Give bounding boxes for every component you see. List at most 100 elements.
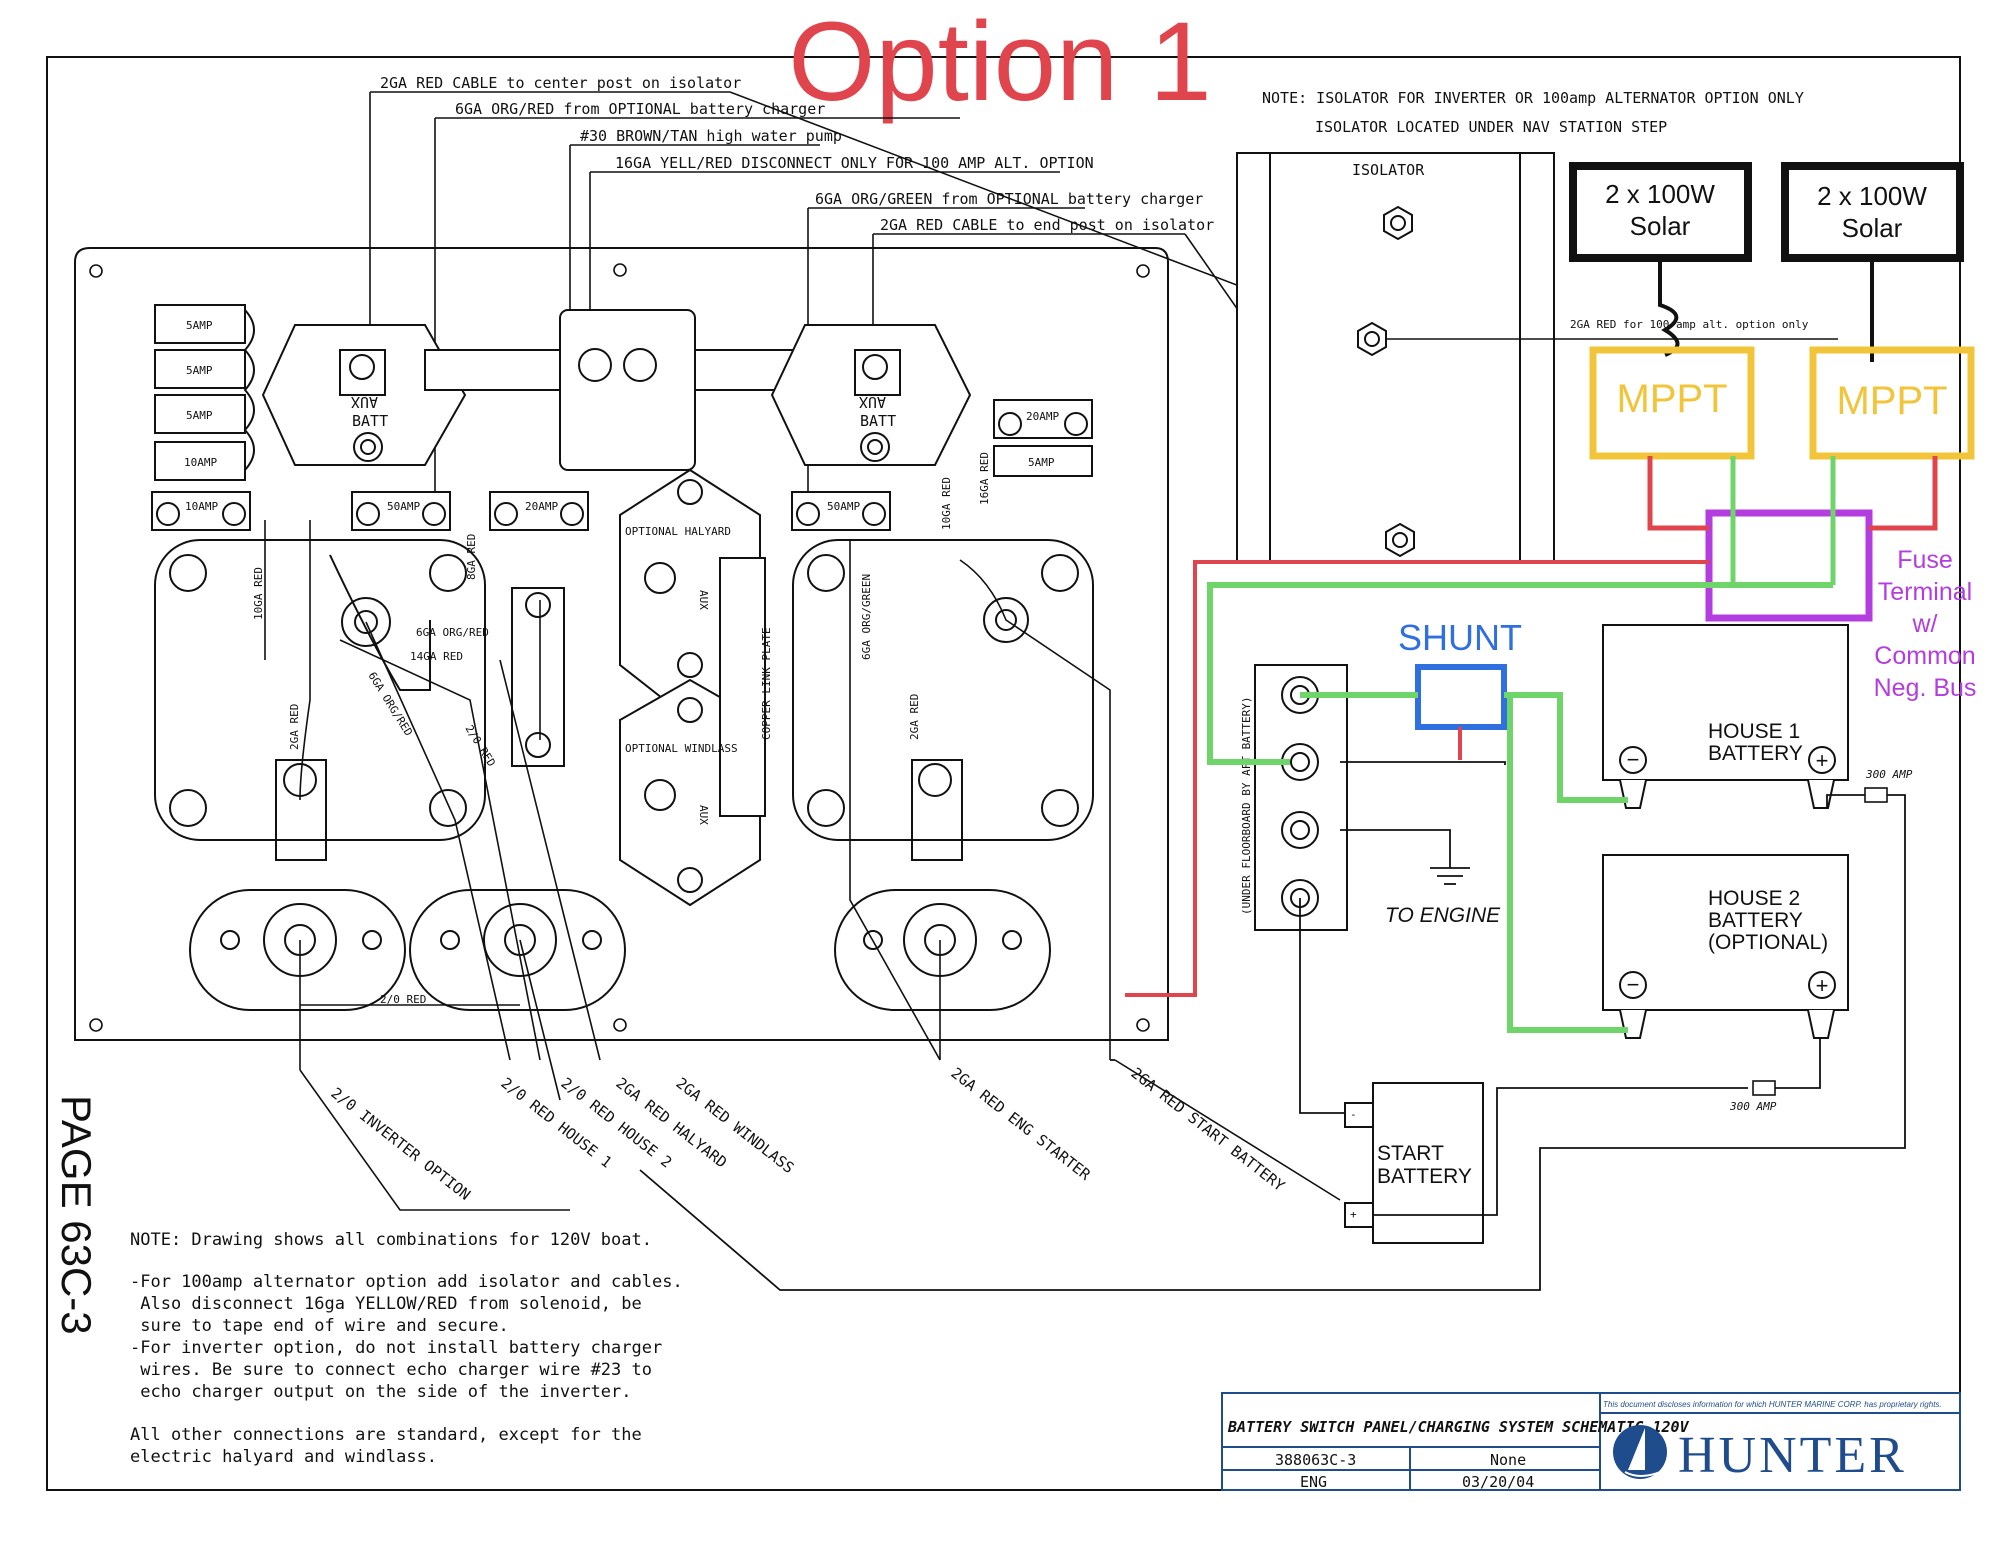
title-block-scale: None (1490, 1451, 1526, 1469)
house1-line2: BATTERY (1708, 742, 1803, 765)
fuse-terminal-line1: Fuse (1897, 546, 1953, 574)
start-battery-line1: START (1377, 1142, 1444, 1165)
fuse-300a-label-2: 300 AMP (1729, 1100, 1777, 1113)
optional-halyard-label: OPTIONAL HALYARD (625, 525, 731, 538)
option-title: Option 1 (788, 0, 1211, 124)
fuse-10amp-1: 10AMP (184, 456, 217, 469)
shunt-box (1415, 664, 1507, 730)
fuse-terminal-line3: w/ (1912, 610, 1938, 638)
title-block-dept: ENG (1300, 1473, 1327, 1491)
title-block-disclaimer: This document discloses information for … (1603, 1400, 1942, 1409)
engine-ground (1340, 829, 1470, 885)
isolator-label: ISOLATOR (1352, 161, 1425, 179)
floorboard-label: (UNDER FLOORBOARD BY AFT BATTERY) (1240, 696, 1253, 915)
callout-red-windlass: 2GA RED WINDLASS (673, 1074, 798, 1177)
note-line-4: sure to tape end of wire and secure. (130, 1316, 509, 1336)
negative-wiring (1207, 582, 1833, 1033)
breaker-20amp-left: 20AMP (525, 500, 558, 513)
note-line-9: electric halyard and windlass. (130, 1447, 437, 1467)
mppt-1-label: MPPT (1616, 377, 1727, 421)
fuse-300a-2 (1752, 1080, 1776, 1096)
left-solenoid-aux: AUX (351, 393, 378, 411)
battery-switch-right (792, 539, 1094, 861)
to-engine-label: TO ENGINE (1385, 904, 1501, 927)
fuse-terminal-line5: Neg. Bus (1874, 674, 1977, 702)
fuse-terminal-label: Fuse Terminal w/ Common Neg. Bus (1874, 546, 1977, 702)
bottom-callout-leaders (299, 1069, 570, 1211)
title-block-date: 03/20/04 (1462, 1473, 1534, 1491)
callout-water-pump: #30 BROWN/TAN high water pump (580, 127, 842, 145)
note-line-6: wires. Be sure to connect echo charger w… (130, 1360, 652, 1380)
isolator-alt-note: 2GA RED for 100 amp alt. option only (1570, 318, 1809, 331)
house1-negative: − (1627, 747, 1640, 772)
wire-label-6ga-orggreen: 6GA ORG/GREEN (860, 574, 873, 660)
wire-label-6ga-orgred: 6GA ORG/RED (416, 626, 489, 639)
wire-label-2ga-red-right: 2GA RED (908, 694, 921, 740)
start-battery-line2: BATTERY (1377, 1165, 1472, 1188)
title-block-title: BATTERY SWITCH PANEL/CHARGING SYSTEM SCH… (1227, 1418, 1690, 1436)
wire-label-6ga-orgred-diag: 6GA ORG/RED (365, 670, 415, 739)
start-battery (1344, 1082, 1484, 1244)
callout-orgred-charger: 6GA ORG/RED from OPTIONAL battery charge… (455, 100, 825, 118)
shunt-label: SHUNT (1398, 617, 1522, 658)
switch-knobs (189, 889, 1051, 1011)
solar-1-line2: Solar (1630, 211, 1691, 241)
house1-battery (1602, 624, 1849, 809)
callout-eng-starter: 2GA RED ENG STARTER (948, 1064, 1095, 1184)
note-line-2: -For 100amp alternator option add isolat… (130, 1272, 683, 1292)
left-solenoid-batt: BATT (352, 412, 388, 430)
note-line-5: -For inverter option, do not install bat… (130, 1338, 662, 1358)
optional-windlass-label: OPTIONAL WINDLASS (625, 742, 738, 755)
solar-1-line1: 2 x 100W (1605, 179, 1715, 209)
drawing-notes: NOTE: Drawing shows all combinations for… (130, 1230, 683, 1467)
fuse-terminal-line4: Common (1874, 642, 1975, 670)
breaker-50amp-right: 50AMP (827, 500, 860, 513)
panel-mount-holes (89, 263, 1150, 1032)
note-line-8: All other connections are standard, exce… (130, 1425, 642, 1445)
callout-center-post: 2GA RED CABLE to center post on isolator (380, 74, 741, 92)
fuse-5amp-3: 5AMP (186, 409, 213, 422)
battery-wiring (639, 761, 1906, 1291)
solenoid-assembly (261, 309, 972, 471)
wire-label-2-0-red-bottom: 2/0 RED (380, 993, 426, 1006)
solar-1-lead (1658, 258, 1680, 357)
note-line-7: echo charger output on the side of the i… (130, 1382, 632, 1402)
switch-panel (74, 247, 1169, 1041)
wire-label-2ga-red-left: 2GA RED (288, 704, 301, 750)
start-positive: + (1350, 1208, 1357, 1221)
wire-label-2-0-red-diag: 2/0 RED (462, 723, 498, 769)
callout-end-post: 2GA RED CABLE to end post on isolator (880, 216, 1214, 234)
windlass-aux-label: AUX (697, 805, 710, 825)
breaker-set (151, 399, 1093, 531)
panel-wires (264, 520, 1341, 1201)
house2-positive: + (1816, 973, 1829, 998)
isolator-location-note: ISOLATOR LOCATED UNDER NAV STATION STEP (1315, 118, 1667, 136)
title-block (1221, 1392, 1961, 1491)
halyard-aux-label: AUX (697, 590, 710, 610)
isolator-unit (1236, 152, 1555, 562)
fuse-5amp-2: 5AMP (186, 364, 213, 377)
house2-negative: − (1627, 972, 1640, 997)
house2-line3: (OPTIONAL) (1708, 931, 1828, 954)
hunter-logo-icon (1613, 1425, 1667, 1479)
page-label: PAGE 63C-3 (53, 1095, 100, 1335)
right-solenoid-batt: BATT (860, 412, 896, 430)
positive-wiring (1125, 560, 1709, 997)
right-solenoid-aux: AUX (859, 393, 886, 411)
note-line-1: NOTE: Drawing shows all combinations for… (130, 1230, 652, 1250)
breaker-5amp-right: 5AMP (1028, 456, 1055, 469)
house2-line1: HOUSE 2 (1708, 887, 1800, 910)
fuse-terminal-line2: Terminal (1878, 578, 1972, 606)
house2-line2: BATTERY (1708, 909, 1803, 932)
breaker-50amp-left: 50AMP (387, 500, 420, 513)
fuse-terminal-box (1705, 509, 1873, 622)
floorboard-terminal-block (1254, 664, 1348, 931)
solar-2-line1: 2 x 100W (1817, 181, 1927, 211)
title-block-drawing-no: 388063C-3 (1275, 1451, 1356, 1469)
solar-wiring (1647, 456, 1938, 585)
callout-orggreen-charger: 6GA ORG/GREEN from OPTIONAL battery char… (815, 190, 1203, 208)
wire-label-8ga-red: 8GA RED (465, 534, 478, 580)
solar-2-line2: Solar (1842, 213, 1903, 243)
copper-link-label: COPPER LINK PLATE (760, 627, 773, 740)
